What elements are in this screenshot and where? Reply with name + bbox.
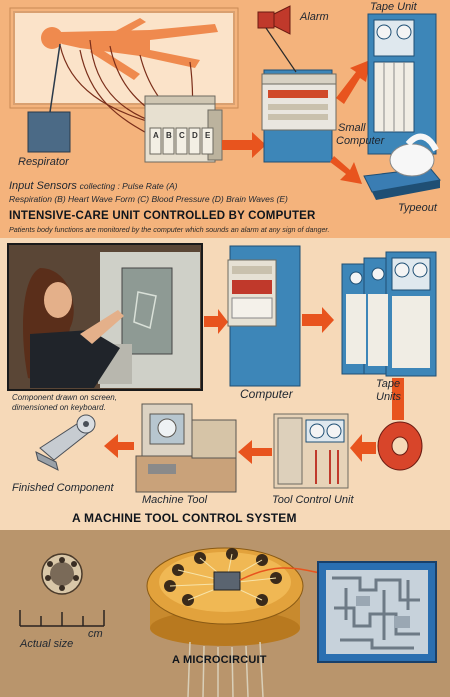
machine-tool (135, 403, 237, 493)
label-small-computer-1: Small (338, 122, 366, 134)
arrow-to-machine-tool (238, 440, 272, 464)
sensor-channel-slots (149, 127, 214, 155)
scale-ruler (19, 610, 105, 627)
label-tape-unit: Tape Unit (370, 1, 417, 13)
sensors-text: Input Sensors collecting : Pulse Rate (A… (9, 180, 177, 192)
computer-cabinet (227, 245, 301, 387)
label-alarm: Alarm (300, 11, 329, 23)
label-typeout: Typeout (398, 202, 437, 214)
microcircuit-legs (187, 641, 264, 697)
label-tool-control-unit: Tool Control Unit (272, 494, 354, 506)
arrow-to-finished-component (104, 434, 134, 458)
icu-panel: Alarm Tape Unit Respirator Small Compute… (0, 0, 450, 238)
icu-subcaption: Patients body functions are monitored by… (9, 225, 330, 234)
label-component-note-1: Component drawn on screen, (12, 393, 117, 402)
arrow-to-tape-units (302, 307, 334, 333)
label-computer: Computer (240, 387, 293, 401)
label-respirator: Respirator (18, 156, 69, 168)
respirator-box (27, 111, 71, 153)
label-tape-units-1: Tape (376, 378, 401, 390)
icu-illustration (9, 5, 441, 200)
silicon-die (213, 571, 241, 591)
label-machine-tool: Machine Tool (142, 494, 208, 506)
label-cm: cm (88, 628, 103, 640)
small-computer (261, 69, 337, 163)
sensors-line-1: collecting : Pulse Rate (A) (79, 181, 178, 191)
arrow-to-tape-unit (336, 60, 370, 104)
machine-caption: A MACHINE TOOL CONTROL SYSTEM (72, 511, 297, 525)
enlarged-die (317, 561, 437, 663)
finished-component (35, 414, 96, 471)
microcircuit-panel: cm Actual size A MICROCIRCUIT (0, 530, 450, 697)
sensors-heading: Input Sensors (9, 180, 77, 192)
typeout-machine (363, 133, 441, 200)
channel-letter-b: B (166, 131, 172, 140)
label-tape-units-2: Units (376, 391, 402, 403)
arrow-to-computer (222, 132, 266, 158)
operator-photo (7, 243, 203, 391)
tape-reel (377, 421, 423, 471)
machine-tool-panel: Computer Tape Units Component drawn on s… (0, 238, 450, 530)
actual-size-chip (41, 553, 83, 595)
sensor-channel-letters: A B C D E (150, 131, 215, 145)
arrow-to-computer (204, 309, 228, 334)
tape-unit (367, 13, 437, 155)
channel-letter-d: D (192, 131, 198, 140)
icu-caption: INTENSIVE-CARE UNIT CONTROLLED BY COMPUT… (9, 210, 316, 222)
machine-tool-illustration (7, 243, 437, 493)
arrow-to-tool-control (350, 434, 376, 462)
label-small-computer-2: Computer (336, 135, 385, 147)
microcircuit-caption: A MICROCIRCUIT (172, 654, 267, 666)
label-component-note-2: dimensioned on keyboard. (12, 403, 106, 412)
label-actual-size: Actual size (20, 638, 74, 650)
alarm-device (257, 5, 297, 73)
arrow-to-tape-reel (392, 378, 404, 420)
channel-letter-e: E (205, 131, 211, 140)
channel-letter-a: A (153, 131, 159, 140)
arrow-to-typeout (330, 156, 362, 184)
tape-units (341, 251, 437, 377)
channel-letter-c: C (179, 131, 185, 140)
sensors-line-2: Respiration (B) Heart Wave Form (C) Bloo… (9, 194, 288, 204)
microcircuit-illustration (19, 547, 437, 697)
tool-control-unit (273, 413, 349, 489)
label-finished-component: Finished Component (12, 482, 114, 494)
bond-wires (169, 553, 277, 601)
patient-frame (9, 7, 239, 109)
microcircuit-can (146, 547, 304, 646)
